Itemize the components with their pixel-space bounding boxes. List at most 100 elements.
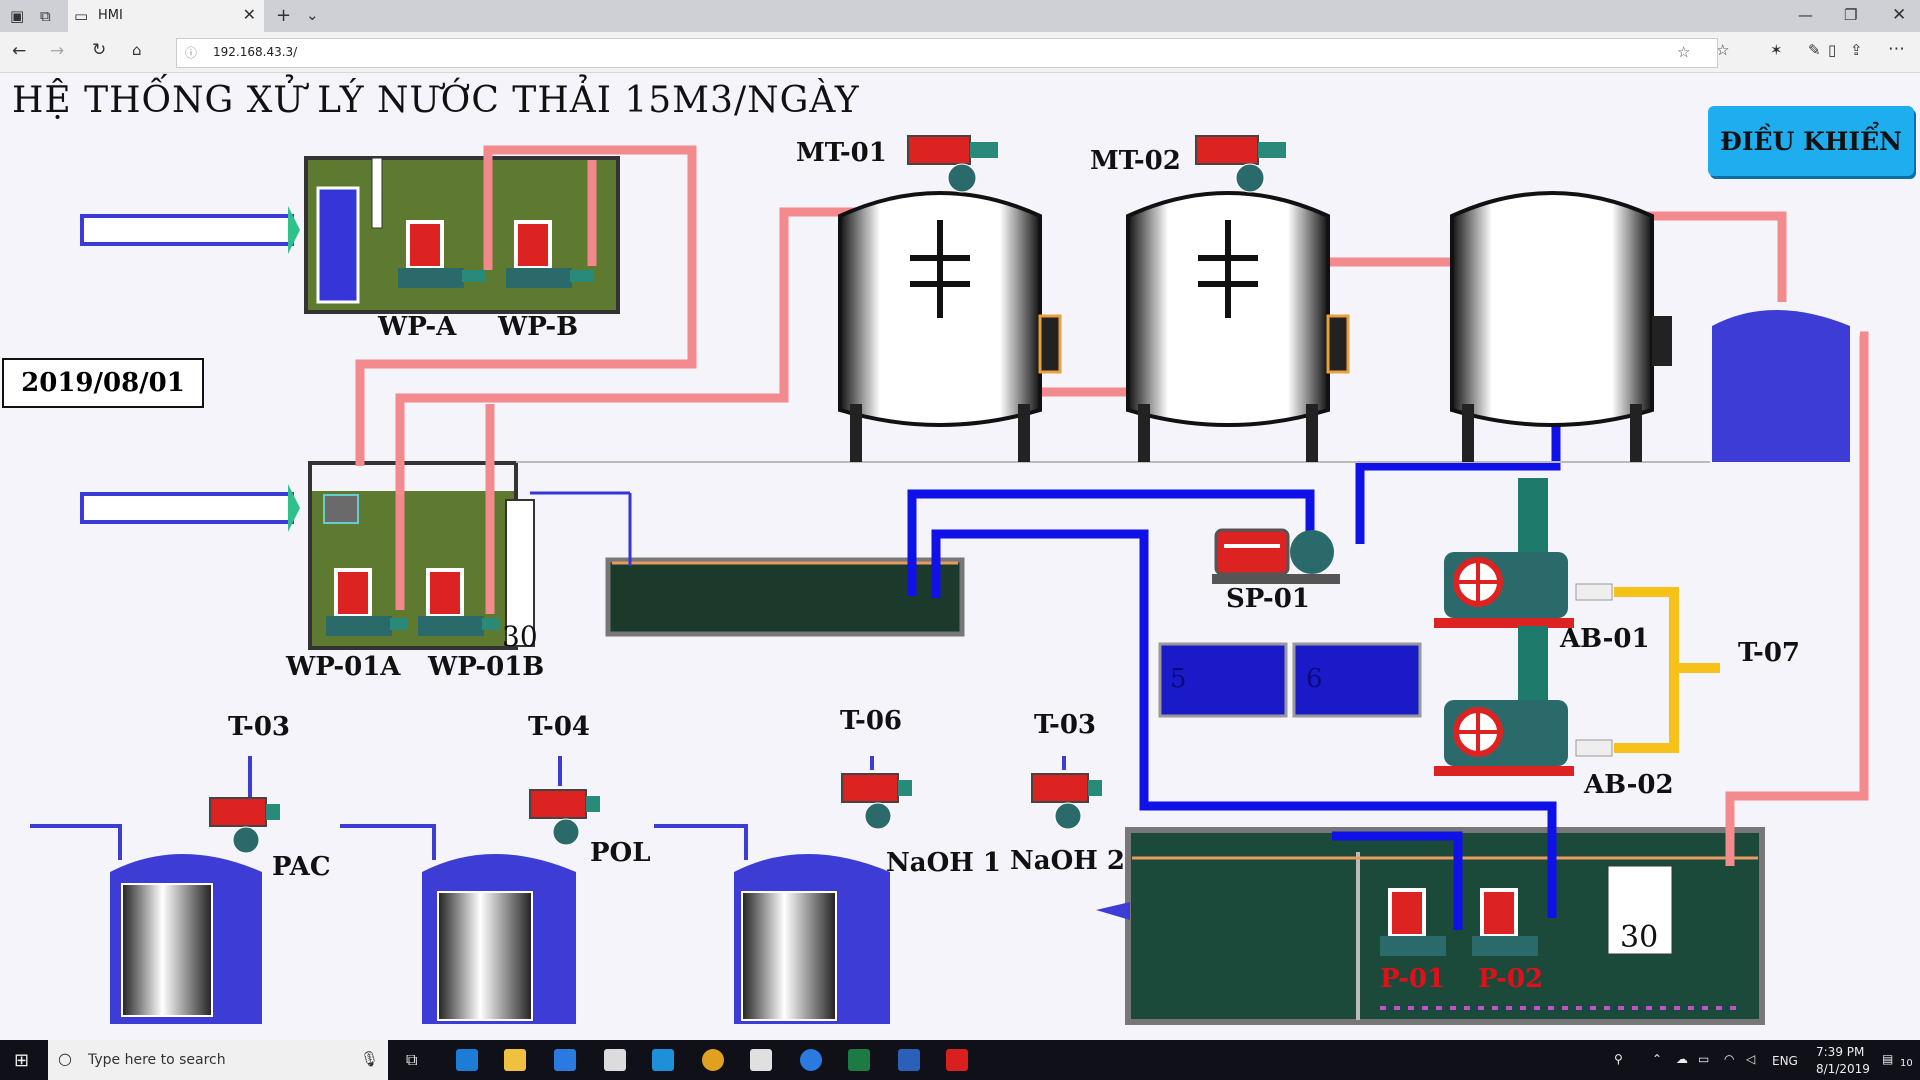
tab-bar: ▣ ⧉ + ⌄ — ❐ ✕ <box>0 0 1920 32</box>
chrome-icon[interactable] <box>702 1049 724 1071</box>
home-icon[interactable]: ⌂ <box>132 41 142 59</box>
notes-icon[interactable]: ✎ <box>1808 41 1821 59</box>
favorites-bar-icon[interactable]: ☆ <box>1716 41 1730 59</box>
reading-view-icon[interactable]: ▯ <box>1828 41 1837 59</box>
address-text: 192.168.43.3/ <box>213 45 298 59</box>
pipe-blue-network <box>907 418 1561 930</box>
edge-icon[interactable] <box>456 1049 478 1071</box>
minimize-icon[interactable]: — <box>1798 6 1813 24</box>
star-icon[interactable]: ☆ <box>1677 43 1691 61</box>
refresh-icon[interactable]: ↻ <box>92 40 107 60</box>
people-icon[interactable]: ⚲ <box>1614 1052 1623 1066</box>
wifi-icon[interactable]: ◠ <box>1724 1052 1735 1066</box>
back-icon[interactable]: ← <box>12 41 27 61</box>
dosing-pump-pac[interactable] <box>209 797 280 854</box>
label-naoh-2: NaOH 2 <box>1010 846 1125 876</box>
word-icon[interactable] <box>898 1049 920 1071</box>
acrobat-icon[interactable] <box>946 1049 968 1071</box>
close-window-icon[interactable]: ✕ <box>1892 5 1907 25</box>
pump-wp-01b[interactable] <box>418 568 500 636</box>
tia-portal-icon[interactable] <box>750 1049 772 1071</box>
tab-title: HMI <box>98 8 123 23</box>
dosing-pump-mt02[interactable] <box>1195 135 1286 193</box>
control-button[interactable]: ĐIỀU KHIỂN <box>1708 106 1914 176</box>
dosing-pump-mt01[interactable] <box>907 135 998 193</box>
microphone-icon[interactable]: 🎙︎ <box>360 1050 380 1068</box>
store-icon[interactable] <box>554 1049 576 1071</box>
pipe-air-network <box>1614 587 1720 753</box>
onedrive-icon[interactable]: ☁ <box>1676 1052 1688 1066</box>
forward-icon[interactable]: → <box>50 41 65 61</box>
new-tab-icon[interactable]: + <box>276 5 292 26</box>
taskbar-search[interactable]: ○ Type here to search 🎙︎ <box>48 1040 388 1080</box>
restore-icon[interactable]: ❐ <box>1844 6 1858 24</box>
chemical-tank-naoh <box>654 756 1066 1024</box>
windows-start-icon[interactable]: ⊞ <box>14 1050 30 1071</box>
label-wp-01a: WP-01A <box>286 652 401 682</box>
display-box-5 <box>1158 642 1288 718</box>
vessel-mt-01 <box>838 191 1062 462</box>
pump-p-01[interactable] <box>1380 888 1446 956</box>
clock-time[interactable]: 7:39 PM <box>1816 1045 1865 1059</box>
inlet-arrow-2 <box>80 484 300 532</box>
chevron-up-icon[interactable]: ⌃ <box>1652 1052 1663 1066</box>
more-icon[interactable]: ⋯ <box>1888 39 1905 59</box>
blower-ab-01[interactable] <box>1434 478 1613 628</box>
mail-icon[interactable] <box>604 1049 626 1071</box>
address-bar[interactable]: ⓘ 192.168.43.3/ ☆ <box>176 38 1718 68</box>
label-wp-b: WP-B <box>498 312 579 342</box>
label-t-03-right: T-03 <box>1034 710 1097 740</box>
label-pol: POL <box>590 838 651 868</box>
dosing-pump-naoh1[interactable] <box>841 773 912 830</box>
tab-actions-icon[interactable]: ▣ <box>10 7 25 25</box>
close-tab-icon[interactable]: ✕ <box>242 5 256 24</box>
language-indicator[interactable]: ENG <box>1772 1054 1798 1068</box>
blower-ab-02[interactable] <box>1434 626 1613 776</box>
notification-count: 10 <box>1900 1058 1913 1069</box>
clean-water-tank <box>1712 310 1850 462</box>
basin-middle <box>605 557 965 637</box>
pump-wp-b[interactable] <box>506 220 594 288</box>
pipe-pink-network <box>355 145 1869 866</box>
pump-sp-01[interactable] <box>1212 528 1340 584</box>
task-view-icon[interactable]: ⧉ <box>406 1050 418 1069</box>
inlet-arrow-1 <box>80 206 300 254</box>
volume-icon[interactable]: ◁ <box>1746 1052 1756 1066</box>
vessel-mt-02 <box>1126 191 1350 462</box>
basin-final <box>1125 827 1765 1025</box>
favorites-icon[interactable]: ✶ <box>1770 41 1783 59</box>
info-icon: ⓘ <box>185 46 198 60</box>
label-p-01: P-01 <box>1380 964 1446 994</box>
file-explorer-icon[interactable] <box>504 1049 526 1071</box>
share-icon[interactable]: ⇪ <box>1850 41 1863 59</box>
display-value-5: 5 <box>1170 664 1187 694</box>
pump-wp-a[interactable] <box>398 220 486 288</box>
chevron-down-icon[interactable]: ⌄ <box>306 6 319 24</box>
label-t-03-left: T-03 <box>228 712 291 742</box>
label-wp-01b: WP-01B <box>428 652 545 682</box>
browser-tab[interactable]: ▭ HMI ✕ <box>68 0 264 32</box>
remote-desktop-icon[interactable] <box>652 1049 674 1071</box>
clock-date[interactable]: 8/1/2019 <box>1816 1062 1870 1076</box>
process-diagram <box>30 135 1869 1025</box>
date-display: 2019/08/01 <box>2 358 204 408</box>
set-aside-tabs-icon[interactable]: ⧉ <box>40 7 51 25</box>
label-naoh-1: NaOH 1 <box>886 848 1001 878</box>
display-value-6: 6 <box>1306 664 1323 694</box>
battery-icon[interactable]: ▭ <box>1698 1052 1710 1066</box>
vessel-filter <box>1450 191 1672 462</box>
pump-wp-01a[interactable] <box>326 568 408 636</box>
dosing-pump-pol[interactable] <box>529 789 600 846</box>
label-pac: PAC <box>272 852 331 882</box>
zalo-icon[interactable] <box>800 1049 822 1071</box>
notification-center-icon[interactable]: ▤ <box>1882 1052 1894 1066</box>
label-mt-01: MT-01 <box>796 138 887 168</box>
label-t-07: T-07 <box>1738 638 1801 668</box>
page-title: HỆ THỐNG XỬ LÝ NƯỚC THẢI 15M3/NGÀY <box>12 80 860 121</box>
dosing-pump-naoh2[interactable] <box>1031 773 1102 830</box>
label-p-02: P-02 <box>1478 964 1544 994</box>
level-readout-tank2: 30 <box>502 620 538 653</box>
search-placeholder: Type here to search <box>88 1052 226 1068</box>
excel-icon[interactable] <box>848 1049 870 1071</box>
pump-p-02[interactable] <box>1472 888 1538 956</box>
